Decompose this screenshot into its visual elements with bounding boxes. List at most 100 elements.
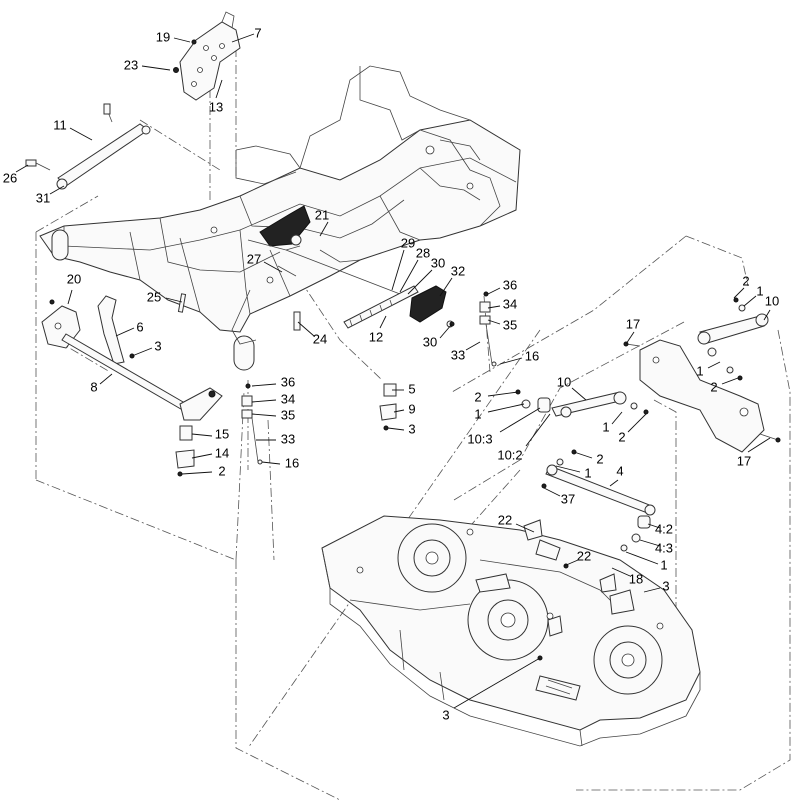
center-small-parts [379, 383, 397, 431]
callout-number: 35 [503, 317, 517, 332]
callout-c20: 20 [67, 271, 81, 305]
left-small-parts [175, 383, 263, 477]
callout-number: 12 [369, 329, 383, 344]
callout-number: 3 [408, 421, 415, 436]
callout-c17a: 17 [625, 316, 640, 345]
callout-c2d: 2 [474, 389, 519, 404]
callout-number: 1 [474, 406, 481, 421]
callout-number: 32 [451, 263, 465, 278]
callout-c27: 27 [247, 251, 283, 273]
callout-number: 2 [218, 463, 225, 478]
callout-number: 10 [557, 374, 571, 389]
leader-line [181, 471, 213, 475]
callout-c13: 13 [209, 79, 223, 114]
leader-line [487, 403, 525, 413]
leader-line [643, 587, 661, 593]
callout-c30a: 30 [407, 255, 445, 295]
callout-c10a: 10 [763, 293, 779, 321]
callout-c10-2: 10:2 [497, 413, 551, 462]
callout-c10b: 10 [557, 374, 587, 401]
leader-line [15, 164, 29, 173]
leader-line [747, 437, 771, 453]
leader-line [707, 361, 721, 369]
callout-c16a: 16 [499, 348, 539, 365]
leader-line [379, 315, 387, 329]
leader-line [319, 221, 329, 237]
callout-c3b: 3 [387, 421, 416, 436]
callout-c34b: 34 [251, 391, 295, 406]
leader-line [573, 451, 593, 459]
callout-number: 36 [503, 277, 517, 292]
leader-line [173, 37, 191, 43]
callout-number: 30 [423, 334, 437, 349]
callout-number: 11 [53, 117, 67, 132]
leader-line [251, 413, 277, 417]
callout-number: 28 [416, 245, 430, 260]
callout-c28: 28 [399, 245, 430, 293]
leader-line [647, 523, 661, 529]
callout-number: 27 [247, 251, 261, 266]
callout-number: 26 [3, 170, 17, 185]
callout-number: 17 [626, 316, 640, 331]
callout-number: 17 [737, 453, 751, 468]
callout-c35a: 35 [487, 317, 517, 332]
callout-c30b: 30 [423, 323, 453, 349]
callout-number: 7 [254, 25, 261, 40]
callout-c3a: 3 [131, 338, 162, 357]
callout-number: 30 [431, 255, 445, 270]
callout-c4-3: 4:3 [639, 539, 673, 555]
callout-number: 14 [215, 445, 229, 460]
callout-number: 35 [281, 407, 295, 422]
leader-line [627, 413, 647, 433]
callout-number: 1 [696, 363, 703, 378]
leader-line [487, 319, 501, 325]
pivot-assembly [247, 205, 401, 295]
leader-line [625, 331, 635, 345]
leader-line [391, 249, 405, 291]
callout-number: 1 [660, 557, 667, 572]
callout-number: 2 [710, 379, 717, 394]
leader-line [609, 479, 619, 487]
leader-line [555, 465, 581, 473]
callout-number: 22 [498, 512, 512, 527]
callout-c16b: 16 [261, 455, 299, 470]
callout-number: 4 [616, 463, 623, 478]
callout-c24: 24 [297, 321, 327, 346]
callout-c37: 37 [543, 487, 575, 506]
callout-number: 10 [765, 293, 779, 308]
callout-c2e: 2 [618, 413, 647, 444]
callout-number: 22 [577, 548, 591, 563]
callout-number: 1 [584, 465, 591, 480]
leader-line [499, 357, 523, 365]
leader-line [611, 411, 623, 425]
leader-line [525, 413, 551, 447]
leader-line [69, 127, 93, 141]
leader-line [625, 551, 659, 565]
callout-c31: 31 [36, 185, 65, 205]
callout-number: 8 [90, 379, 97, 394]
callout-c17b: 17 [737, 437, 771, 468]
callout-number: 31 [36, 190, 50, 205]
leader-line [453, 657, 541, 709]
leader-line [251, 383, 277, 387]
leader-line [251, 399, 277, 403]
callout-c23: 23 [124, 57, 171, 72]
callout-c6: 6 [115, 319, 144, 337]
callout-c2c: 2 [710, 377, 739, 394]
right-stack-parts [449, 291, 497, 367]
callout-c1c: 1 [474, 403, 525, 421]
callout-number: 33 [451, 347, 465, 362]
callout-c1d: 1 [602, 411, 623, 434]
callout-number: 2 [618, 429, 625, 444]
callout-c33b: 33 [256, 431, 295, 446]
callout-number: 25 [147, 289, 161, 304]
leader-line [407, 269, 433, 295]
callout-c2b: 2 [733, 273, 750, 299]
callout-c36b: 36 [251, 374, 295, 389]
callout-c1e: 1 [555, 465, 592, 480]
leader-line [487, 287, 501, 295]
callout-number: 3 [442, 707, 449, 722]
callout-number: 6 [136, 319, 143, 334]
callout-number: 34 [281, 391, 295, 406]
callout-c11: 11 [53, 117, 93, 141]
